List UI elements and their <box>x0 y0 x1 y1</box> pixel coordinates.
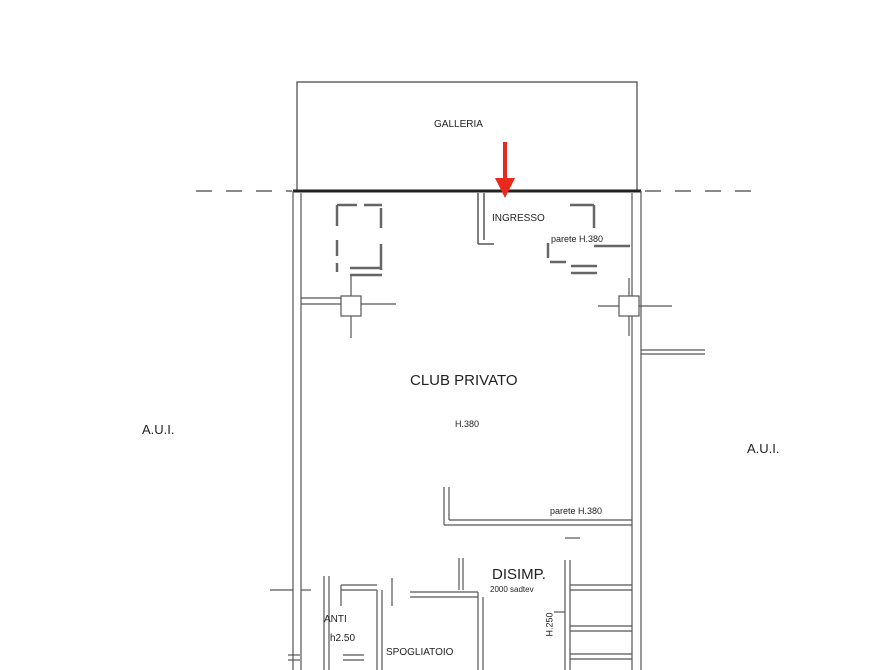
pillar-right <box>598 278 672 336</box>
label-aui-right: A.U.I. <box>747 441 780 456</box>
galleria-outline <box>296 81 638 190</box>
label-anti-height: h2.50 <box>330 633 356 644</box>
pillar-left <box>301 276 396 338</box>
label-parete-top: parete H.380 <box>551 234 604 244</box>
fixture-left <box>335 203 383 277</box>
right-wall-stub <box>641 349 705 355</box>
label-club-height: H.380 <box>455 419 480 429</box>
interior-partition <box>443 487 632 539</box>
entrance-jamb <box>477 193 494 245</box>
label-aui-left: A.U.I. <box>142 422 175 437</box>
label-club-privato: CLUB PRIVATO <box>410 372 518 389</box>
label-disimp-note: 2000 sadtev <box>490 585 534 594</box>
label-anti: ANTI <box>324 614 347 625</box>
fixture-right <box>546 203 630 275</box>
lower-room-walls <box>270 558 484 670</box>
entrance-arrow-icon <box>495 142 515 198</box>
label-spogliatoio: SPOGLIATOIO <box>386 647 454 658</box>
label-ingresso: INGRESSO <box>492 213 545 224</box>
outer-walls <box>292 191 642 670</box>
label-galleria: GALLERIA <box>434 119 483 130</box>
label-parete-mid: parete H.380 <box>550 506 603 516</box>
label-h-vertical: H.250 <box>544 612 555 637</box>
disimp-walls <box>554 560 632 670</box>
label-disimp: DISIMP. <box>492 566 546 583</box>
